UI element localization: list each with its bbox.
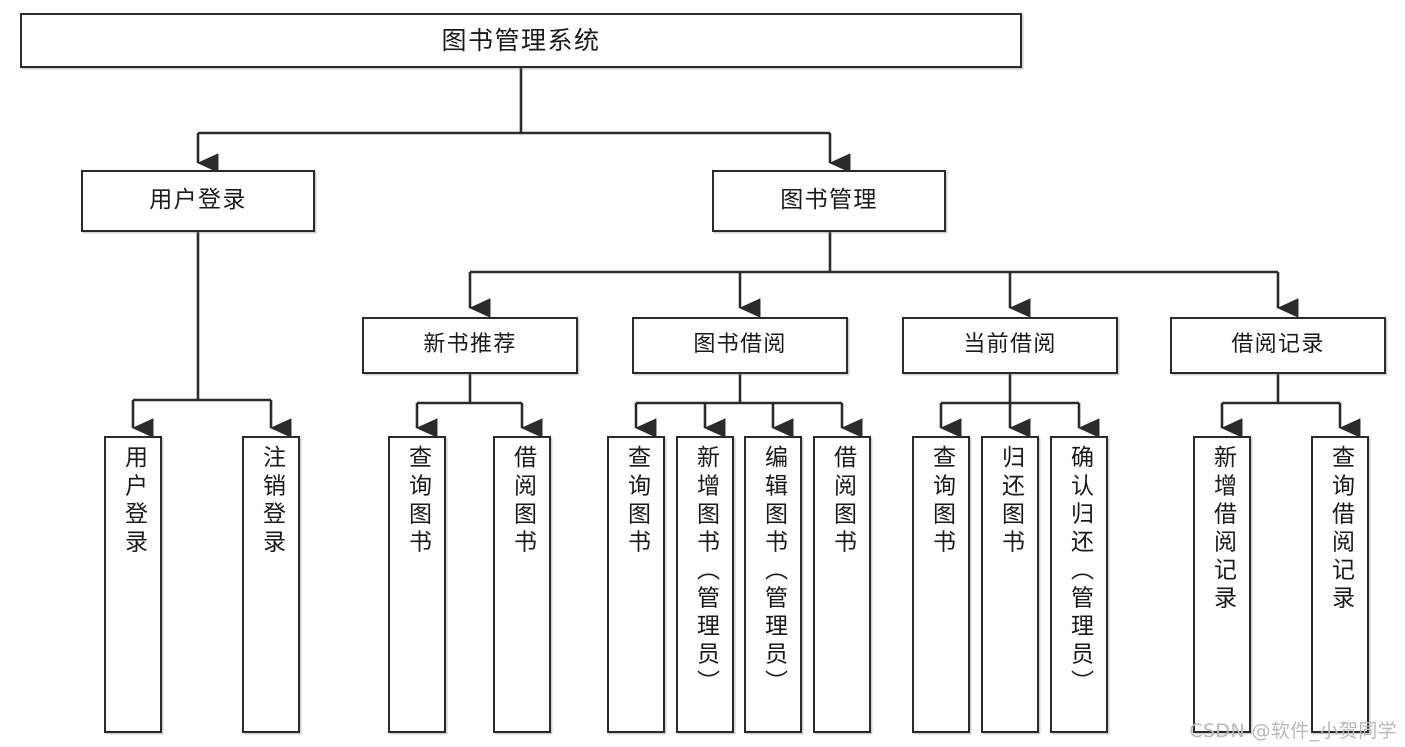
leaf-user-login-logout[interactable]: 注销登录 [242, 436, 300, 733]
leaf-user-login-login[interactable]: 用户登录 [104, 436, 162, 733]
leaf-label: 借阅图书 [829, 445, 856, 558]
leaf-borrow-edit-book[interactable]: 编辑图书（管理员） [744, 436, 802, 733]
leaf-label: 注销登录 [258, 445, 285, 558]
leaf-label: 新增借阅记录 [1209, 445, 1236, 614]
node-book-borrow[interactable]: 图书借阅 [632, 317, 848, 374]
leaf-new-book-borrow[interactable]: 借阅图书 [493, 436, 551, 733]
leaf-borrow-query-book[interactable]: 查询图书 [607, 436, 665, 733]
leaf-label: 查询图书 [623, 445, 650, 558]
leaf-label: 新增图书（管理员） [692, 445, 719, 698]
leaf-label: 借阅图书 [509, 445, 536, 558]
node-current-borrow[interactable]: 当前借阅 [902, 317, 1118, 374]
node-root[interactable]: 图书管理系统 [20, 13, 1022, 68]
leaf-label: 归还图书 [997, 445, 1024, 558]
node-borrow-record[interactable]: 借阅记录 [1170, 317, 1386, 374]
watermark: CSDN @软件_小贺同学 [1189, 720, 1397, 742]
leaf-label: 查询借阅记录 [1327, 445, 1354, 614]
node-root-label: 图书管理系统 [441, 25, 601, 55]
leaf-label: 编辑图书（管理员） [760, 445, 787, 698]
node-user-login[interactable]: 用户登录 [81, 170, 315, 232]
leaf-label: 用户登录 [120, 445, 147, 558]
leaf-label: 查询图书 [404, 445, 431, 558]
leaf-current-query-book[interactable]: 查询图书 [912, 436, 970, 733]
leaf-borrow-borrow-book[interactable]: 借阅图书 [813, 436, 871, 733]
node-user-login-label: 用户登录 [149, 187, 247, 214]
leaf-record-add[interactable]: 新增借阅记录 [1193, 436, 1251, 733]
node-book-management-label: 图书管理 [780, 187, 878, 214]
leaf-current-return-book[interactable]: 归还图书 [981, 436, 1039, 733]
node-new-book-recommend-label: 新书推荐 [423, 332, 517, 358]
node-new-book-recommend[interactable]: 新书推荐 [362, 317, 578, 374]
node-book-management[interactable]: 图书管理 [712, 170, 946, 232]
node-borrow-record-label: 借阅记录 [1231, 332, 1325, 358]
leaf-borrow-add-book[interactable]: 新增图书（管理员） [676, 436, 734, 733]
leaf-record-query[interactable]: 查询借阅记录 [1311, 436, 1369, 733]
leaf-label: 查询图书 [928, 445, 955, 558]
leaf-label: 确认归还（管理员） [1066, 445, 1093, 698]
leaf-new-book-query[interactable]: 查询图书 [388, 436, 446, 733]
node-book-borrow-label: 图书借阅 [693, 332, 787, 358]
node-current-borrow-label: 当前借阅 [963, 332, 1057, 358]
leaf-current-confirm-return[interactable]: 确认归还（管理员） [1050, 436, 1108, 733]
